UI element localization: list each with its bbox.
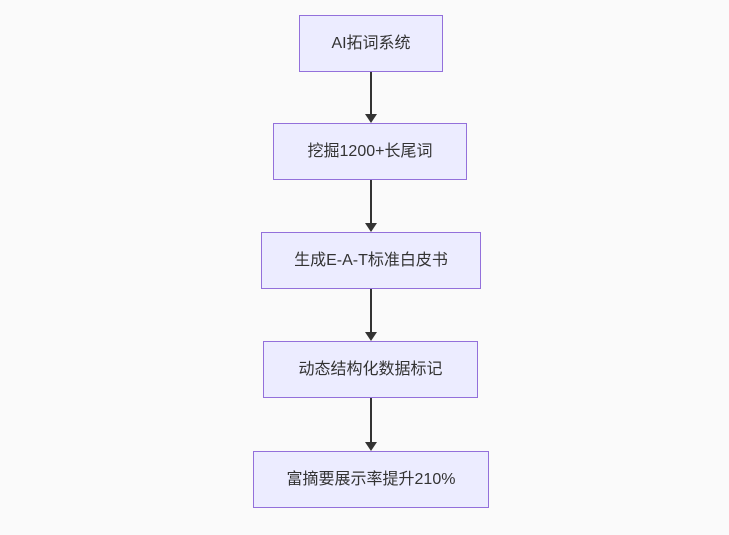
flow-node-rich-snippet-uplift: 富摘要展示率提升210% <box>253 451 489 508</box>
arrow-line <box>370 180 372 223</box>
flow-node-eat-whitepaper: 生成E-A-T标准白皮书 <box>261 232 481 289</box>
flow-node-longtail-mining: 挖掘1200+长尾词 <box>273 123 467 180</box>
flow-arrow-n4-n5 <box>364 398 378 451</box>
flow-arrow-n3-n4 <box>364 289 378 341</box>
arrow-line <box>370 289 372 332</box>
arrowhead-down-icon <box>365 114 377 123</box>
flow-node-label: AI拓词系统 <box>331 34 411 52</box>
flow-node-label: 生成E-A-T标准白皮书 <box>294 251 448 269</box>
arrowhead-down-icon <box>365 223 377 232</box>
flow-node-label: 动态结构化数据标记 <box>298 360 443 378</box>
arrow-line <box>370 72 372 114</box>
flow-arrow-n2-n3 <box>364 180 378 232</box>
flow-node-ai-keyword-system: AI拓词系统 <box>299 15 443 72</box>
flow-node-structured-data-markup: 动态结构化数据标记 <box>263 341 478 398</box>
flow-node-label: 挖掘1200+长尾词 <box>307 142 433 160</box>
flow-arrow-n1-n2 <box>364 72 378 123</box>
arrow-line <box>370 398 372 442</box>
arrowhead-down-icon <box>365 332 377 341</box>
flow-node-label: 富摘要展示率提升210% <box>286 470 456 488</box>
arrowhead-down-icon <box>365 442 377 451</box>
